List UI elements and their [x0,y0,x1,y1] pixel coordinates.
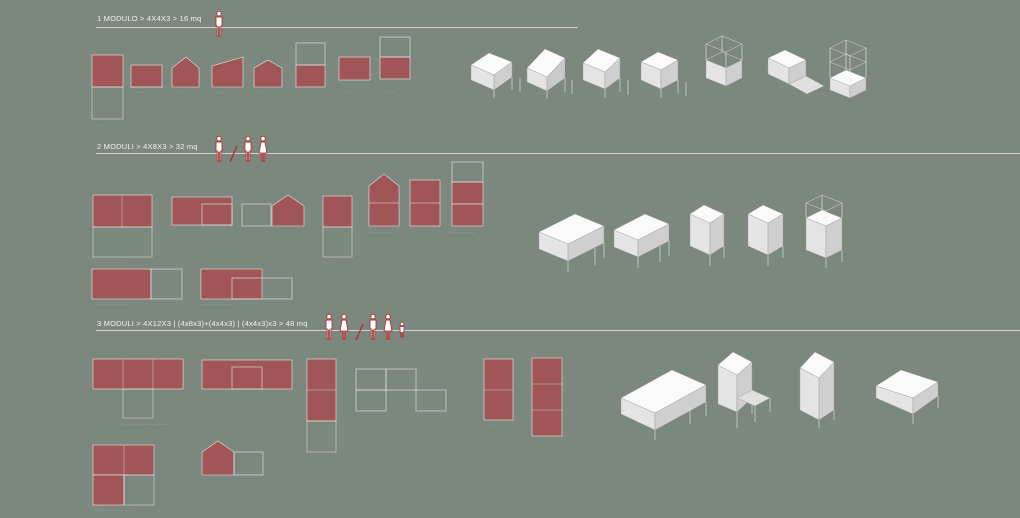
section-3-volumes [620,351,939,431]
svg-text:··· ······ ·· ····· ··········: ··· ······ ·· ····· ·········· [450,231,475,234]
section-2-frames [567,195,843,272]
section-3-frames [654,396,939,440]
svg-text:··· ······: ··· ······ [258,91,267,94]
section-2-volumes [538,194,843,262]
section-1-plans [91,36,411,120]
man-icon [215,10,223,37]
man-icon [244,135,252,162]
svg-text:··· ·········· ··· ······ · ··: ··· ·········· ··· ······ · ········· ··… [93,509,131,512]
svg-text:· ·· ···· ·· ···: · ·· ···· ·· ··· [92,124,105,127]
svg-text:··· ····· ·······: ··· ····· ······· [484,424,499,427]
man-icon [325,313,333,340]
svg-text:·· ·······: ·· ······· [216,91,225,94]
section-rule-1 [96,27,578,28]
svg-text:··· ······· ··· ······ · ·····: ··· ······· ··· ······ · ····· ·· ····· [201,303,234,306]
svg-text:··· ·····: ··· ····· [323,261,331,264]
section-title-1: 1 MODULO > 4X4X3 > 16 mq [97,14,202,23]
svg-text:··· ····· ··· ····· · ·····: ··· ····· ··· ····· · ····· [368,231,391,234]
section-title-3: 3 MODULI > 4X12X3 | (4x8x3)+(4x4x3) | (4… [97,319,308,328]
section-2-plans [91,161,484,300]
svg-text:··· ······· ··· ······ · ·····: ··· ······· ··· ······ · ········ ··· ··… [123,423,168,426]
woman-icon [383,313,393,340]
section-title-2: 2 MODULI > 4X8X3 > 32 mq [97,142,198,151]
svg-text:·· ······: ·· ······ [300,91,308,94]
module-plan [91,54,124,88]
svg-text:··· ······· ··· ······ · ·····: ··· ······· ··· ······ · ········ ·· [93,261,123,264]
section-rule-3 [96,330,1020,331]
svg-text:·· ·····: ·· ····· [344,91,351,94]
slash-icon [355,323,364,341]
section-1-volumes [470,35,867,99]
section-rule-2 [96,153,1020,154]
svg-text:··· ······ ·· ·····: ··· ······ ·· ····· [380,91,396,94]
svg-text:·· ·········: ·· ········· [134,91,144,94]
slash-icon [229,145,238,163]
woman-icon [258,135,268,162]
woman-icon [339,313,349,340]
section-3-plans [92,357,563,506]
child-icon [399,321,405,338]
svg-text:··· ······· ··· ······ · ·····: ··· ······· ··· ······ · ········ ·· ···… [92,303,127,306]
svg-text:··· ·····: ··· ····· [176,91,184,94]
man-icon [215,135,223,162]
man-icon [369,313,377,340]
section-1-frames [493,36,867,99]
